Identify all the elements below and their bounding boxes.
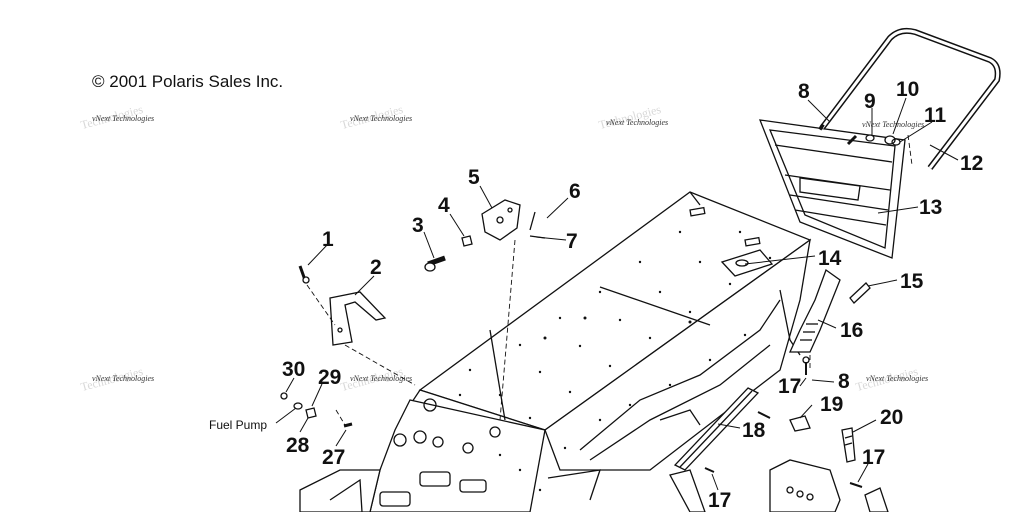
callout-13: 13: [919, 196, 942, 219]
callout-30: 30: [282, 358, 305, 381]
watermark-text: vNext Technologies: [606, 118, 669, 127]
callout-8: 8: [798, 80, 810, 103]
watermark-text: vNext Technologies: [350, 114, 413, 123]
callout-8: 8: [838, 370, 850, 393]
callout-17: 17: [778, 375, 801, 398]
callout-14: 14: [818, 247, 842, 270]
callout-17: 17: [862, 446, 885, 469]
fasteners: [280, 356, 863, 488]
bracket-assembly: [298, 265, 387, 346]
callout-2: 2: [370, 256, 382, 279]
callout-10: 10: [896, 78, 919, 101]
callout-7: 7: [566, 230, 578, 253]
trim-strip: [849, 282, 871, 304]
callout-1: 1: [322, 228, 334, 251]
footrest: [788, 268, 841, 353]
watermark-text: vNext Technologies: [866, 374, 929, 383]
callout-18: 18: [742, 419, 766, 442]
callout-5: 5: [468, 166, 480, 189]
copyright-notice: © 2001 Polaris Sales Inc.: [92, 72, 284, 91]
callout-9: 9: [864, 90, 876, 113]
fuel-pump-label: Fuel Pump: [209, 418, 267, 432]
watermark-text: vNext Technologies: [92, 374, 155, 383]
rear-bracket: [841, 427, 856, 463]
callout-27: 27: [322, 446, 345, 469]
callout-28: 28: [286, 434, 310, 457]
callout-12: 12: [960, 152, 983, 175]
callout-6: 6: [569, 180, 581, 203]
running-board-trim: [673, 387, 760, 471]
callout-29: 29: [318, 366, 341, 389]
callout-20: 20: [880, 406, 903, 429]
callout-3: 3: [412, 214, 424, 237]
callout-4: 4: [438, 194, 450, 217]
watermark-text: vNext Technologies: [862, 120, 925, 129]
callout-16: 16: [840, 319, 863, 342]
callout-19: 19: [820, 393, 843, 416]
block: [789, 415, 811, 432]
callout-15: 15: [900, 270, 924, 293]
watermark-text: vNext Technologies: [350, 374, 413, 383]
callout-17: 17: [708, 489, 731, 512]
tunnel-assembly: [299, 191, 812, 512]
callout-11: 11: [924, 104, 947, 127]
watermark-text: vNext Technologies: [92, 114, 155, 123]
grab-bar: [818, 27, 1001, 170]
rivet-pattern: [458, 230, 772, 492]
leader-lines: [275, 97, 959, 491]
lower-frame-right: [669, 459, 889, 512]
assembly-lines: [306, 134, 913, 426]
hardware-small: [846, 134, 901, 146]
mount-assembly: [424, 199, 546, 272]
callout-labels: 1 2 3 4 5 6 7 8 9 10 11 12 13 14 15 16 1…: [209, 78, 983, 512]
